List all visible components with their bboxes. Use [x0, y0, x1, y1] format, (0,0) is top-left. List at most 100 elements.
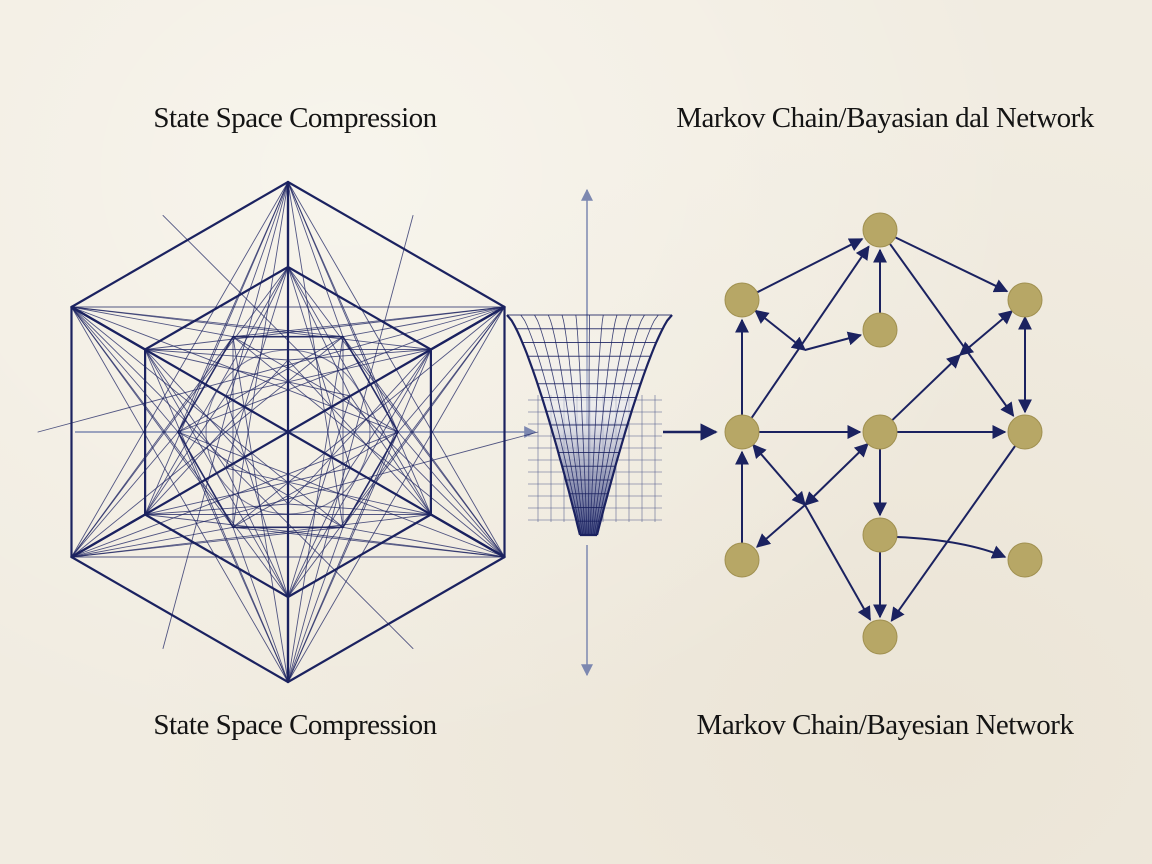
polytope-edge	[71, 306, 179, 433]
polytope-edge	[71, 431, 539, 558]
polytope-edge	[144, 349, 289, 683]
polytope-edge	[144, 349, 351, 397]
funnel-meridian	[590, 314, 618, 536]
polytope-edge	[286, 265, 432, 351]
funnel-meridian	[575, 314, 588, 536]
title-state-space-compression-top: State Space Compression	[153, 102, 437, 134]
polytope-edge	[144, 265, 290, 351]
polytope-edge	[144, 467, 351, 515]
polytope-edge	[70, 430, 290, 559]
polytope-edge	[70, 180, 290, 309]
polytope-edge	[70, 305, 290, 434]
funnel-meridian	[520, 314, 582, 536]
polytope-edge	[286, 180, 506, 309]
network-node-top	[862, 212, 898, 248]
polytope-edge	[286, 305, 506, 434]
polytope-edge	[287, 266, 351, 469]
funnel-outline	[595, 314, 673, 536]
polytope-edge	[144, 513, 290, 599]
polytope-edge	[286, 430, 506, 559]
state-space-polytope	[37, 180, 539, 684]
title-markov-chain-top: Markov Chain/Bayasian dal Network	[676, 102, 1094, 134]
polytope-edge	[232, 431, 399, 528]
polytope-edge	[225, 266, 289, 469]
polytope-edge	[71, 306, 234, 338]
polytope-edge	[286, 555, 506, 684]
polytope-core-ring	[205, 349, 371, 515]
polytope-edge	[162, 181, 289, 649]
network-edge	[894, 236, 1009, 293]
funnel-meridian	[595, 314, 659, 536]
polytope-edge	[287, 349, 432, 683]
network-node-left-upper	[724, 282, 760, 318]
polytope-edge	[287, 526, 344, 683]
network-edge	[756, 504, 806, 548]
polytope-edge	[71, 306, 414, 649]
network-node-right-upper	[1007, 282, 1043, 318]
polytope-edge	[287, 359, 432, 515]
polytope-edge	[232, 181, 289, 338]
network-node-left-middle	[724, 414, 760, 450]
network-edge	[754, 309, 807, 351]
network-edge	[896, 536, 1007, 559]
polytope-edge	[144, 349, 289, 505]
polytope-edge	[342, 526, 505, 558]
polytope-edge	[287, 181, 344, 338]
polytope-edge	[397, 306, 505, 433]
network-edge	[752, 443, 806, 507]
network-edge	[804, 504, 871, 621]
network-node-center-middle	[862, 414, 898, 450]
network-node-bottom	[862, 619, 898, 655]
polytope-edge	[232, 526, 289, 683]
funnel-meridian	[593, 314, 645, 536]
polytope-edge	[71, 431, 179, 558]
network-edge	[750, 245, 870, 419]
funnel-meridian	[589, 314, 604, 536]
polytope-edge	[144, 181, 289, 515]
network-edges	[735, 236, 1032, 622]
polytope-edge	[287, 395, 351, 598]
polytope-edge	[287, 266, 505, 558]
funnel-meridian	[592, 314, 632, 536]
title-state-space-compression-bottom: State Space Compression	[153, 709, 437, 741]
funnel-meridian	[547, 314, 585, 536]
network-edge	[891, 354, 962, 421]
polytope-edge	[225, 467, 289, 598]
compression-funnel	[506, 314, 673, 537]
polytope-edge	[287, 215, 414, 683]
polytope-edge	[287, 503, 432, 515]
polytope-edge	[225, 349, 432, 397]
network-node-right-middle	[1007, 414, 1043, 450]
funnel-meridian	[561, 314, 587, 536]
polytope-edge	[144, 395, 227, 515]
network-nodes	[724, 212, 1043, 655]
polytope-edge	[287, 181, 432, 515]
polytope-edge	[144, 359, 289, 515]
polytope-edge	[232, 336, 399, 433]
title-markov-chain-bottom: Markov Chain/Bayesian Network	[696, 709, 1074, 741]
polytope-edge	[287, 349, 432, 505]
network-edge	[889, 243, 1015, 417]
polytope-edge	[71, 306, 289, 598]
network-edge	[804, 331, 863, 351]
left-axis	[75, 185, 537, 670]
funnel-meridian	[588, 314, 590, 535]
network-node-left-lower	[724, 542, 760, 578]
polytope-edge	[342, 306, 505, 338]
network-edge	[958, 310, 1014, 356]
polytope-edge	[177, 431, 344, 528]
funnel-meridian	[534, 314, 584, 536]
funnel-outline	[506, 314, 582, 536]
polytope-edge	[397, 431, 505, 558]
polytope-edge	[225, 395, 289, 598]
polytope-edge	[287, 266, 351, 397]
network-edge	[756, 238, 864, 294]
network-node-center-lower	[862, 517, 898, 553]
network-node-center-upper	[862, 312, 898, 348]
polytope-edge	[177, 336, 344, 433]
polytope-edge	[70, 555, 290, 684]
polytope-edge	[144, 349, 289, 361]
polytope-edge	[37, 306, 505, 433]
network-edge	[890, 445, 1016, 622]
